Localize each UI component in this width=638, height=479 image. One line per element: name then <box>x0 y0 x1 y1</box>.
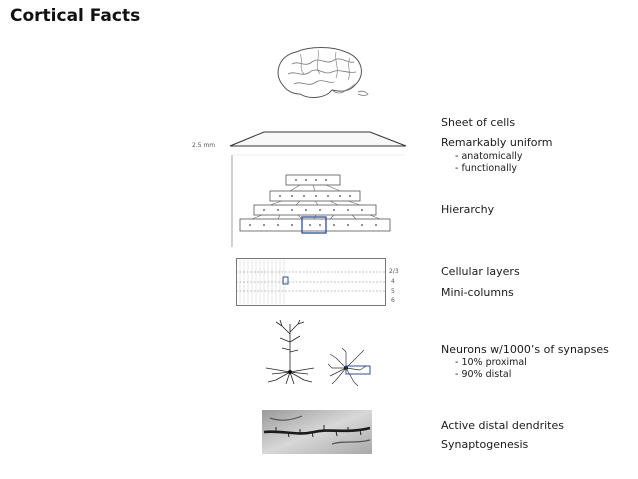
layer-label-6: 6 <box>391 297 395 304</box>
hierarchy-diagram <box>230 155 405 247</box>
page-title: Cortical Facts <box>10 6 140 26</box>
fact-hierarchy: Hierarchy <box>441 203 494 216</box>
fact-neurons-distal: - 90% distal <box>455 369 511 380</box>
fact-uniform-functionally: - functionally <box>455 163 517 174</box>
neuron-with-synapses-sketch <box>326 346 374 386</box>
fact-remarkably-uniform: Remarkably uniform <box>441 136 553 149</box>
sheet-thickness-label: 2.5 mm <box>192 142 215 149</box>
fact-sheet-of-cells: Sheet of cells <box>441 116 515 129</box>
layer-label-2-3: 2/3 <box>389 268 399 275</box>
fact-active-distal-dendrites: Active distal dendrites <box>441 419 564 432</box>
fact-neurons-synapses: Neurons w/1000’s of synapses <box>441 343 609 356</box>
cortical-sheet <box>228 128 408 154</box>
cellular-layers-diagram <box>236 258 386 306</box>
pyramidal-neuron-sketch <box>262 320 318 384</box>
dendrite-micrograph <box>262 410 372 454</box>
fact-neurons-proximal: - 10% proximal <box>455 357 527 368</box>
layer-label-4: 4 <box>391 278 395 285</box>
brain-sketch <box>270 44 380 106</box>
layer-label-5: 5 <box>391 288 395 295</box>
fact-cellular-layers: Cellular layers <box>441 265 520 278</box>
fact-mini-columns: Mini-columns <box>441 286 514 299</box>
fact-synaptogenesis: Synaptogenesis <box>441 438 528 451</box>
fact-uniform-anatomically: - anatomically <box>455 151 523 162</box>
